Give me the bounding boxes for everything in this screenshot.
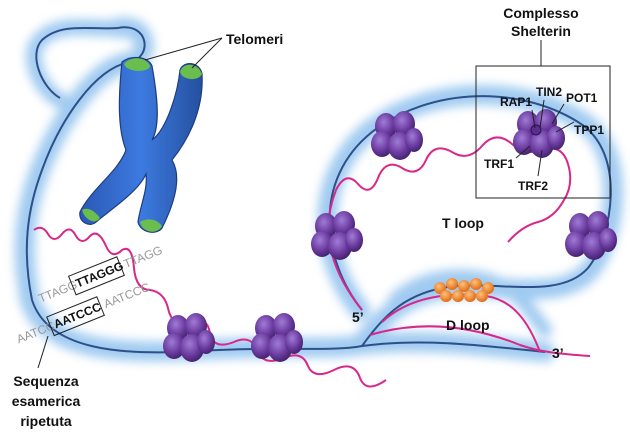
nucleosome	[311, 211, 363, 260]
protein-trf2: TRF2	[518, 179, 548, 193]
sequence-caption-3: ripetuta	[20, 413, 72, 429]
d-loop-proteins	[434, 278, 494, 302]
seq-lower-suffix: AATCCC	[102, 280, 152, 311]
sequence-caption-1: Sequenza	[13, 373, 79, 389]
telomeri-label: Telomeri	[226, 31, 283, 47]
protein-pot1: POT1	[566, 91, 598, 105]
seq-upper-suffix: TTAGG	[122, 243, 165, 271]
nucleosome	[251, 313, 303, 362]
shelterin-complex	[513, 109, 565, 158]
nucleosomes	[163, 109, 617, 362]
shelterin-title-1: Complesso	[503, 5, 578, 21]
protein-trf1: TRF1	[484, 157, 514, 171]
telomere-tip	[140, 219, 162, 232]
dna-pink-strand	[33, 136, 591, 388]
d-loop-label: D loop	[446, 317, 490, 333]
protein-tpp1: TPP1	[574, 123, 604, 137]
nucleosome	[565, 211, 617, 260]
five-prime-label: 5’	[352, 309, 364, 325]
shelterin-title-2: Shelterin	[511, 23, 571, 39]
shelterin-box	[475, 65, 611, 199]
chromosome	[79, 56, 203, 233]
sequence-caption-2: esamerica	[12, 393, 81, 409]
three-prime-label: 3’	[552, 345, 564, 361]
protein-rap1: RAP1	[500, 95, 532, 109]
shelterin-callout: Complesso Shelterin TIN2 RAP1 POT1 TPP1 …	[475, 5, 611, 199]
seq-upper-prefix: TTAGG	[36, 277, 79, 305]
telomere-tip	[82, 208, 100, 222]
nucleosome	[371, 111, 423, 160]
sequence-caption: Sequenza esamerica ripetuta	[12, 373, 81, 429]
nucleosome	[163, 313, 215, 362]
telomeri-callout: Telomeri	[144, 31, 283, 69]
telomere-tip	[124, 58, 150, 71]
telomere-tip	[180, 64, 202, 80]
protein-tin2: TIN2	[536, 85, 562, 99]
t-loop-label: T loop	[442, 215, 484, 231]
